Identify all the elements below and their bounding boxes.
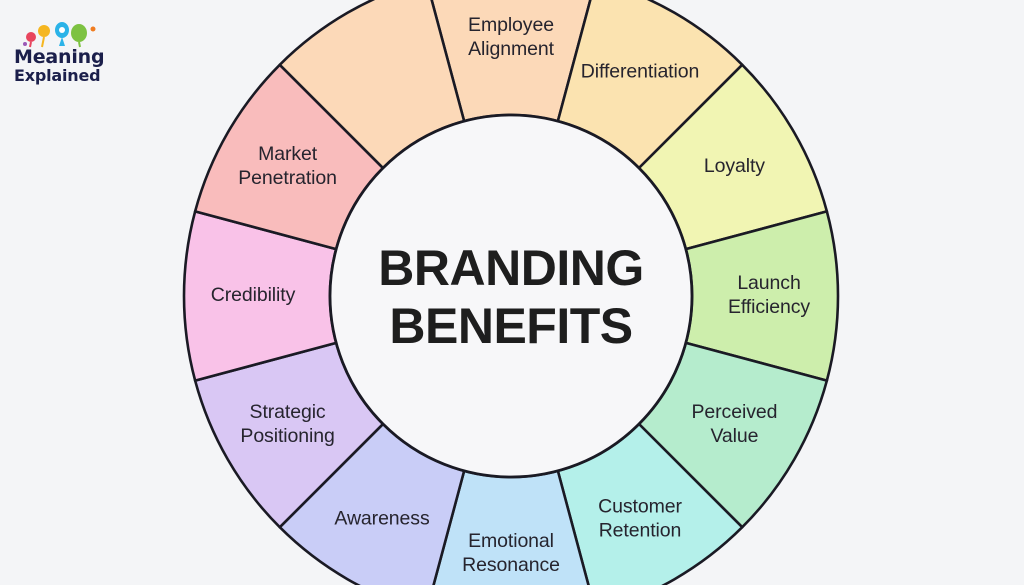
logo-text-line1: Meaning (14, 46, 105, 68)
segment-label-awareness: Awareness (334, 508, 430, 530)
center-title-line1: BRANDING (378, 240, 643, 296)
brand-logo[interactable]: Meaning Explained (14, 22, 164, 84)
wheel-segments (182, 0, 840, 585)
segment-label-differentiation: Differentiation (581, 61, 699, 83)
logo-balloons-icon (23, 22, 96, 48)
logo-text-line2: Explained (14, 66, 101, 85)
wheel-hub (328, 113, 694, 479)
center-title-line2: BENEFITS (389, 298, 632, 354)
logo-mark-icons (22, 22, 112, 48)
segment-label-loyalty: Loyalty (704, 155, 765, 177)
segment-label-credibility: Credibility (211, 284, 296, 306)
